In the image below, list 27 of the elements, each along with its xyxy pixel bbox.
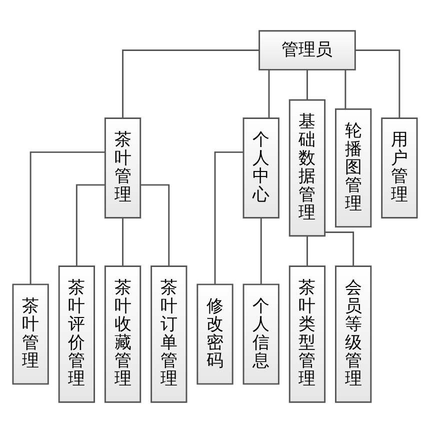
node-box: 修改密码 — [196, 284, 234, 385]
connector — [355, 50, 400, 118]
connector — [76, 184, 106, 266]
connector — [268, 70, 270, 118]
node-box: 轮播图管理 — [335, 108, 372, 228]
connector — [306, 70, 308, 100]
node-box: 个人信息 — [242, 284, 280, 385]
node-box: 个人中心 — [242, 117, 280, 218]
node-box: 茶叶订单管理 — [150, 266, 188, 403]
connector — [30, 151, 105, 284]
connector — [122, 218, 124, 266]
node-box: 用户管理 — [381, 117, 418, 218]
node-box: 会员等级管理 — [335, 266, 372, 403]
connector — [260, 218, 262, 284]
node-box: 茶叶管理 — [12, 284, 49, 385]
node-box: 茶叶管理 — [104, 117, 142, 218]
node-box: 茶叶类型管理 — [288, 266, 326, 403]
connector — [122, 50, 260, 118]
node-box: 茶叶评价管理 — [58, 266, 95, 403]
connector — [324, 232, 354, 266]
node-box: 基础数据管理 — [288, 99, 326, 237]
connector — [306, 236, 308, 266]
node-box: 茶叶收藏管理 — [104, 266, 142, 403]
connector — [344, 70, 346, 109]
connector — [214, 151, 244, 284]
connector — [140, 184, 170, 266]
node-box: 管理员 — [258, 30, 356, 70]
